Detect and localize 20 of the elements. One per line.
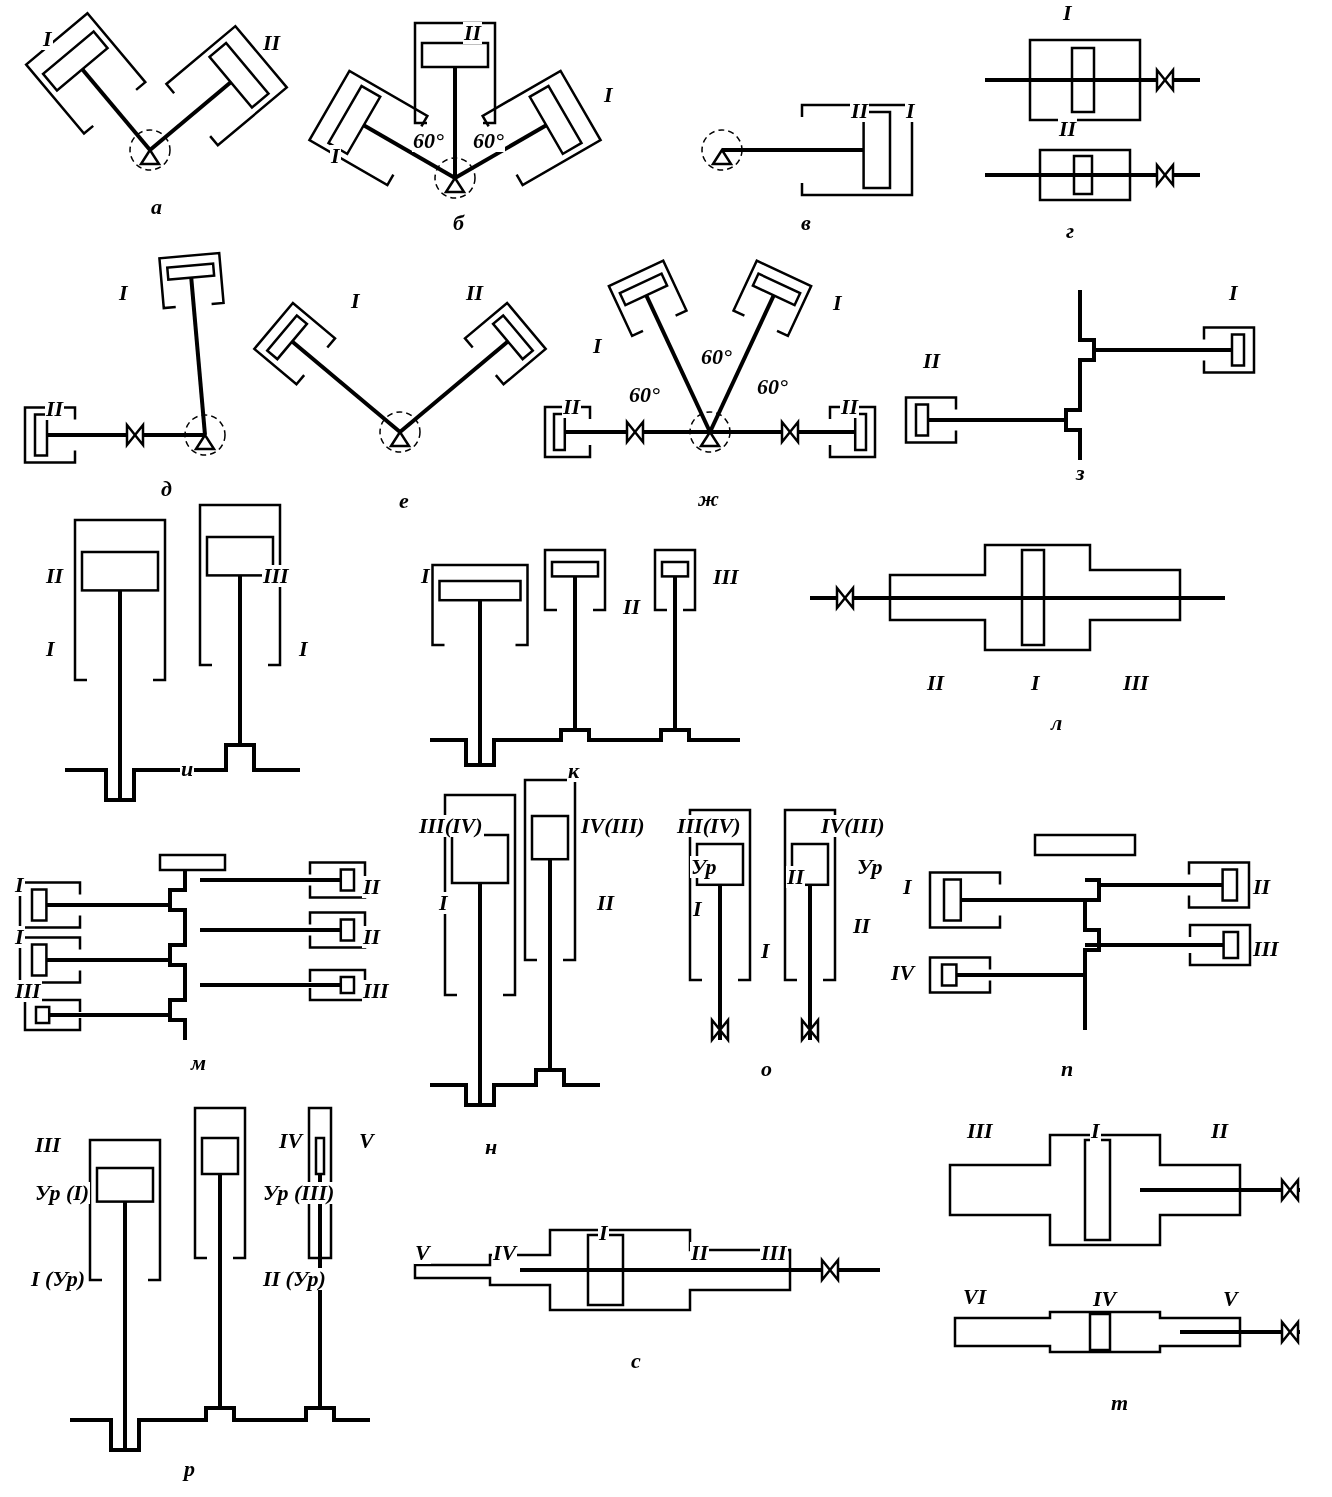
callout-label: II xyxy=(786,866,806,888)
callout-label: I (Ур) xyxy=(30,1268,87,1290)
callout-label: II xyxy=(850,100,870,122)
callout-label: I xyxy=(438,892,449,914)
callout-label: II xyxy=(463,22,483,44)
callout-label: II (Ур) xyxy=(262,1268,327,1290)
callout-label: III(IV) xyxy=(676,815,742,837)
callout-label: IV(III) xyxy=(580,815,646,837)
callout-label: II xyxy=(362,926,382,948)
callout-label: I xyxy=(14,926,25,948)
callout-label: I xyxy=(905,100,916,122)
callout-label: II xyxy=(362,876,382,898)
callout-label: III(IV) xyxy=(418,815,484,837)
callout-label: Ур xyxy=(690,856,718,878)
callout-label: III xyxy=(262,565,290,587)
callout-label: IV(III) xyxy=(820,815,886,837)
callout-label: III xyxy=(14,980,42,1002)
callout-label: III xyxy=(362,980,390,1002)
callout-label: Ур (I) xyxy=(34,1182,91,1204)
callout-label: Ур (III) xyxy=(262,1182,336,1204)
